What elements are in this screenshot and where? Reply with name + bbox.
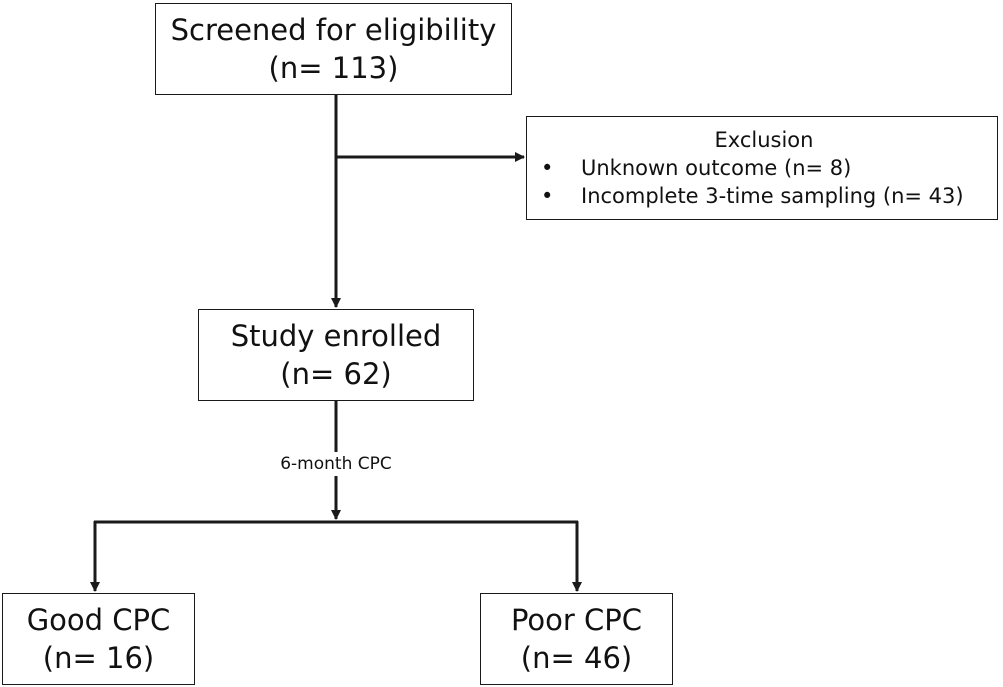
bullet-icon: • [541, 184, 554, 208]
screened-count: (n= 113) [268, 51, 399, 85]
exclusion-box: Exclusion • Unknown outcome (n= 8) • Inc… [526, 116, 998, 220]
exclusion-title: Exclusion [714, 128, 814, 152]
good-cpc-title: Good CPC [26, 603, 171, 637]
exclusion-reason: Incomplete 3-time sampling (n= 43) [581, 184, 964, 208]
bullet-icon: • [541, 156, 554, 180]
exclusion-list: • Unknown outcome (n= 8) • Incomplete 3-… [539, 154, 989, 210]
list-item: • Incomplete 3-time sampling (n= 43) [539, 182, 989, 210]
enrolled-title: Study enrolled [230, 319, 442, 353]
screened-box: Screened for eligibility (n= 113) [155, 3, 512, 95]
good-cpc-box: Good CPC (n= 16) [2, 593, 195, 685]
enrolled-count: (n= 62) [280, 357, 392, 391]
list-item: • Unknown outcome (n= 8) [539, 154, 989, 182]
exclusion-reason: Unknown outcome (n= 8) [581, 156, 852, 180]
split-label: 6-month CPC [256, 452, 416, 476]
good-cpc-count: (n= 16) [42, 641, 155, 675]
poor-cpc-box: Poor CPC (n= 46) [480, 593, 673, 685]
screened-title: Screened for eligibility [170, 13, 497, 47]
poor-cpc-count: (n= 46) [520, 641, 633, 675]
poor-cpc-title: Poor CPC [510, 603, 643, 637]
enrolled-box: Study enrolled (n= 62) [198, 309, 474, 401]
